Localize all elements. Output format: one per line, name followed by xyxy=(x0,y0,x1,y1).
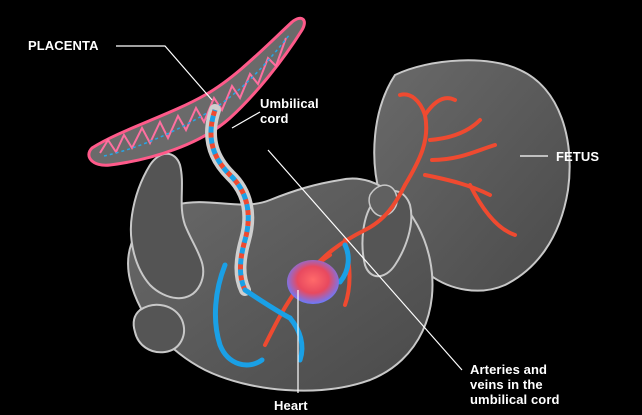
heart xyxy=(287,260,339,304)
fetus-foot xyxy=(134,305,184,352)
arteries-veins-label-line-1: Arteries and xyxy=(470,362,560,377)
fetus-hand xyxy=(369,185,397,216)
umbilical-cord-label-line-2: cord xyxy=(260,111,319,126)
heart-label: Heart xyxy=(274,398,308,413)
arteries-veins-label-line-3: umbilical cord xyxy=(470,392,560,407)
umbilical-cord-label: Umbilical cord xyxy=(260,96,319,126)
fetus-label: FETUS xyxy=(556,149,599,164)
arteries-veins-label-line-2: veins in the xyxy=(470,377,560,392)
umbilical-cord-label-line-1: Umbilical xyxy=(260,96,319,111)
placenta xyxy=(89,18,304,165)
arteries-veins-label: Arteries and veins in the umbilical cord xyxy=(470,362,560,407)
placenta-leader xyxy=(116,46,212,100)
cord-leader xyxy=(232,112,260,128)
placenta-label: PLACENTA xyxy=(28,38,99,53)
